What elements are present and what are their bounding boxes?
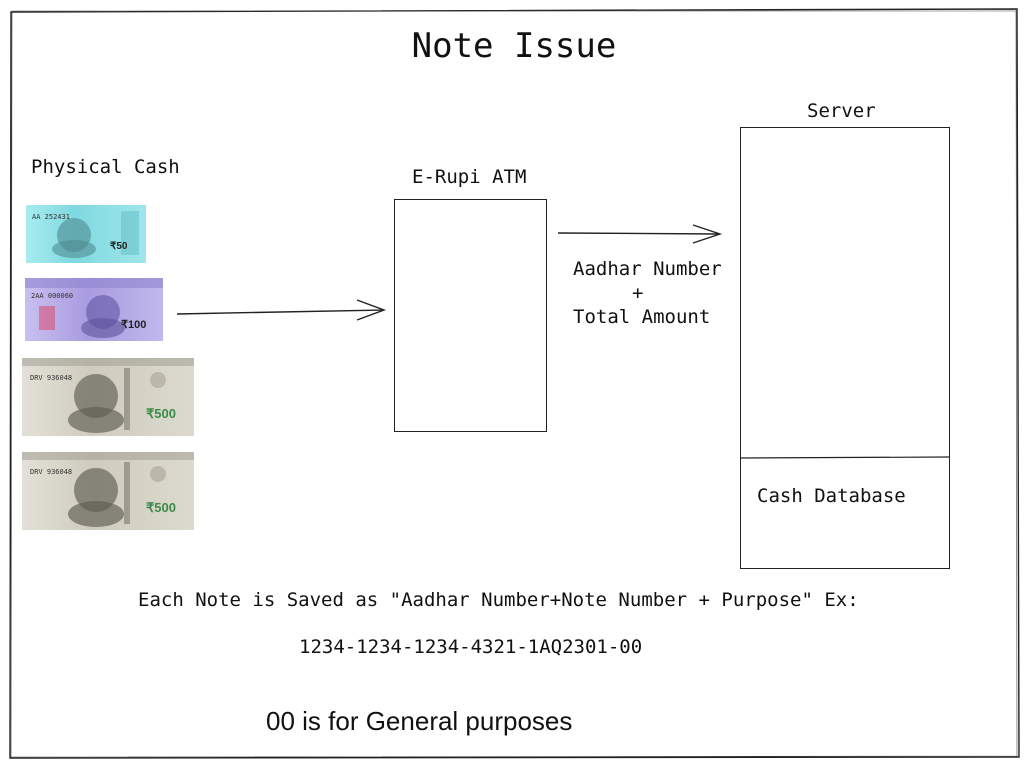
save-format-text: Each Note is Saved as "Aadhar Number+Not…: [138, 589, 859, 611]
arrow-cash-to-atm: [176, 299, 387, 321]
purpose-note-text: 00 is for General purposes: [266, 706, 573, 736]
cash-database-label: Cash Database: [757, 485, 906, 507]
atm-label: E-Rupi ATM: [412, 166, 527, 188]
server-divider: [740, 456, 950, 459]
note-100-serial: 2AA 000060: [31, 292, 74, 300]
outer-frame-echo: [10, 10, 1018, 758]
arrow-atm-to-server: [557, 224, 723, 244]
note-500-b-denomination: ₹500: [146, 500, 176, 515]
note-50-denomination: ₹50: [110, 241, 128, 252]
note-50-image: AA 252431 ₹50: [26, 205, 146, 263]
example-code-text: 1234-1234-1234-4321-1AQ2301-00: [299, 636, 643, 658]
server-label: Server: [807, 100, 876, 122]
transfer-aadhar-number: Aadhar Number: [573, 258, 722, 280]
diagram-title: Note Issue: [411, 26, 617, 66]
outer-frame: [9, 8, 1020, 759]
server-box: [740, 127, 950, 569]
note-500-b-image: DRV 936048 ₹500: [22, 452, 194, 530]
note-500-b-serial: DRV 936048: [30, 468, 73, 476]
note-50-serial: AA 252431: [32, 213, 70, 221]
note-500-a-serial: DRV 936048: [30, 374, 73, 382]
physical-cash-label: Physical Cash: [31, 156, 180, 178]
note-500-a-denomination: ₹500: [146, 406, 176, 421]
note-500-a-image: DRV 936048 ₹500: [22, 358, 194, 436]
note-100-denomination: ₹100: [121, 319, 147, 331]
atm-box: [394, 199, 547, 432]
transfer-plus: +: [632, 282, 644, 304]
note-100-image: 2AA 000060 ₹100: [25, 278, 163, 341]
transfer-total-amount: Total Amount: [573, 306, 711, 328]
